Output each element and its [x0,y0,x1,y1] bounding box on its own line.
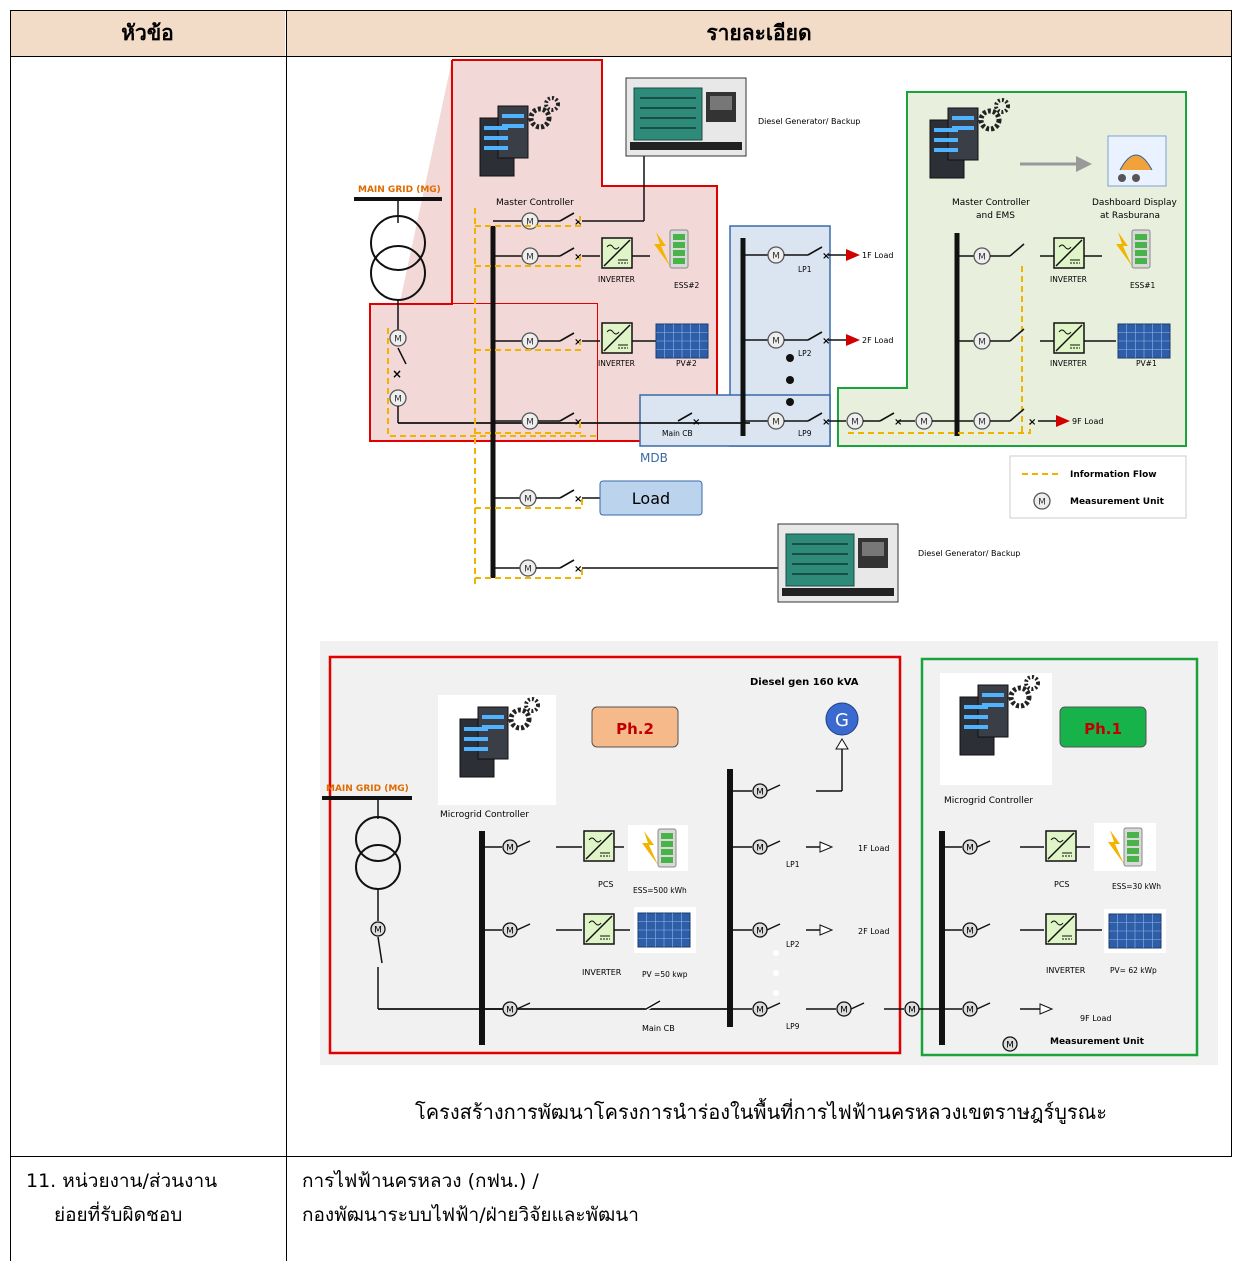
d2-pv-left: PV =50 kwp [642,970,688,979]
d1-ess2-label: ESS#2 [674,281,700,290]
row11-details-line1: การไฟฟ้านครหลวง (กฟน.) / [302,1170,539,1192]
d1-pv2-label: PV#2 [676,359,697,368]
svg-text:×: × [392,367,402,381]
d2-g-label: G [835,710,849,731]
d2-controller-right-label: Microgrid Controller [944,796,1033,806]
d1-lp1: LP1 [798,265,812,274]
diagram-1-svg: M [354,59,1187,603]
phase1-region [920,657,1199,1057]
d1-lp9: LP9 [798,429,812,438]
d1-diesel-top-label: Diesel Generator/ Backup [758,117,860,126]
d1-load-1f: 1F Load [862,251,893,260]
table-row-divider [10,1156,1232,1157]
d2-load-1f: 1F Load [858,844,889,853]
d1-dashboard-line2: at Rasburana [1100,211,1160,221]
d1-pv1-label: PV#1 [1136,359,1157,368]
table-border-right [1231,10,1232,1157]
ph2-badge [591,706,679,748]
d2-inverter-right: INVERTER [1046,966,1086,975]
d2-main-grid-label: MAIN GRID (MG) [326,784,409,794]
row11-topic-line2: ย่อยที่รับผิดชอบ [54,1204,183,1226]
d1-ems-line1: Master Controller [952,198,1030,208]
d1-legend-measurement: Measurement Unit [1070,497,1165,507]
d1-ess1-label: ESS#1 [1130,281,1156,290]
microgrid-diagram-phases: M Ph.2 Ph.1 Microgrid Controller Microgr… [320,641,1218,1065]
table-header-divider [10,56,1232,57]
d2-ess-left: ESS=500 kWh [633,886,687,895]
d2-diesel-label: Diesel gen 160 kVA [750,677,859,688]
svg-text:×: × [1028,417,1036,428]
d1-inverter-pv2: INVERTER [598,359,635,368]
table-column-divider [286,10,287,1261]
diagram-caption: โครงสร้างการพัฒนาโครงการนำร่องในพื้นที่ก… [415,1100,1107,1124]
d1-load-box [599,480,703,516]
d1-load-9f: 9F Load [1072,417,1103,426]
table-border-left [10,10,11,1261]
d2-lp1: LP1 [786,860,800,869]
microgrid-controller-left-icon [438,695,556,805]
ph2-label: Ph.2 [616,720,654,738]
info-table: หัวข้อ รายละเอียด [10,10,1232,1261]
d2-pcs-right: PCS [1054,880,1070,889]
row11-topic-line1: 11. หน่วยงาน/ส่วนงาน [26,1170,218,1192]
phase2-region [328,655,902,1055]
microgrid-controller-right-icon [940,673,1052,785]
row11-details-line2: กองพัฒนาระบบไฟฟ้า/ฝ่ายวิจัยและพัฒนา [302,1204,639,1226]
d1-ems-line2: and EMS [976,211,1015,221]
microgrid-diagram-overview: M [350,58,1200,606]
d1-inverter-pv1: INVERTER [1050,359,1087,368]
table-border-top [10,10,1232,11]
header-topic: หัวข้อ [10,10,285,56]
diesel-generator-icon [825,702,859,736]
d1-load-2f: 2F Load [862,336,893,345]
diagram-2-svg: M Ph.2 Ph.1 Microgrid Controller Microgr… [322,655,1199,1057]
d1-main-grid-label: MAIN GRID (MG) [358,185,441,195]
d1-diesel-bottom-label: Diesel Generator/ Backup [918,549,1020,558]
d1-main-cb: Main CB [662,429,693,438]
ph1-badge [1059,706,1147,748]
ph1-label: Ph.1 [1084,720,1122,738]
header-details: รายละเอียด [286,10,1232,56]
d1-mdb-label: MDB [640,451,668,465]
d1-load-box-label: Load [632,489,670,508]
d1-inverter-ess1: INVERTER [1050,275,1087,284]
d1-inverter-ess2: INVERTER [598,275,635,284]
d2-ess-right: ESS=30 kWh [1112,882,1161,891]
d2-lp2: LP2 [786,940,800,949]
d2-pv-right: PV= 62 kWp [1110,966,1157,975]
d1-lp2: LP2 [798,349,812,358]
d1-dashboard-line1: Dashboard Display [1092,198,1178,208]
d2-controller-left-label: Microgrid Controller [440,810,529,820]
d1-legend-info-flow: Information Flow [1070,470,1157,480]
d1-master-controller-label: Master Controller [496,198,574,208]
d2-main-cb: Main CB [642,1024,675,1033]
d2-lp9: LP9 [786,1022,800,1031]
d2-pcs-left: PCS [598,880,614,889]
d2-load-2f: 2F Load [858,927,889,936]
d2-load-9f: 9F Load [1080,1014,1111,1023]
d2-measurement-unit: Measurement Unit [1050,1037,1145,1047]
d1-legend [1009,455,1187,519]
d2-inverter-left: INVERTER [582,968,622,977]
